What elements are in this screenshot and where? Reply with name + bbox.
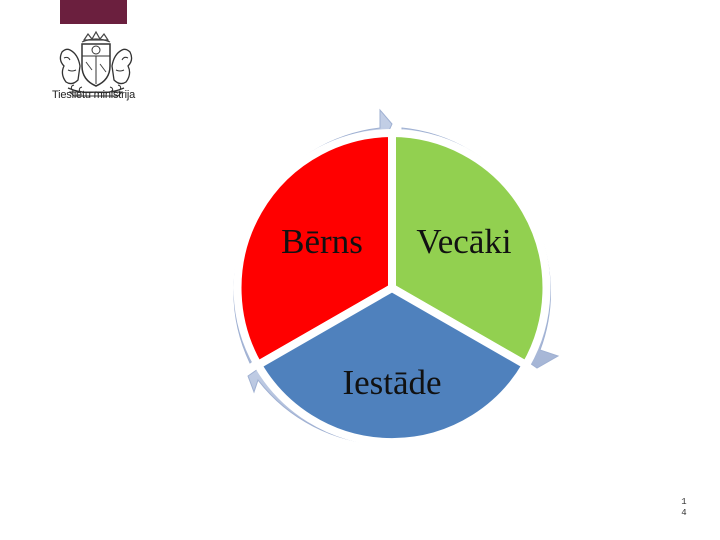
- page-number: 1 4: [677, 497, 691, 519]
- page-number-digit: 4: [681, 508, 687, 518]
- ministry-name: Tieslietu ministrija: [52, 89, 136, 101]
- segment-label-iestade: Iestāde: [342, 363, 441, 402]
- page-number-digit: 1: [681, 497, 687, 507]
- coat-of-arms-logo: [59, 30, 133, 97]
- cycle-segments: [233, 129, 551, 447]
- segment-iestade: [254, 284, 530, 447]
- brand-bar: [60, 0, 127, 24]
- segment-label-vecaki: Vecāki: [416, 222, 512, 261]
- segment-label-berns: Bērns: [281, 222, 363, 261]
